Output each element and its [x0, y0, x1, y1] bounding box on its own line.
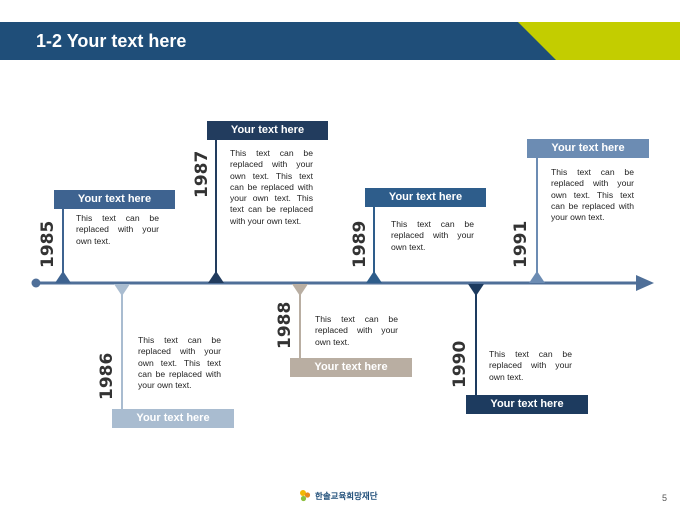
title-bar-accent — [518, 22, 680, 60]
milestone-stem — [536, 156, 538, 275]
milestone-year: 1990 — [450, 340, 470, 388]
milestone-stem — [121, 285, 123, 410]
milestone-text: This text can be replaced with your own … — [489, 349, 572, 382]
milestone-stem — [373, 205, 375, 275]
milestone-text: This text can be replaced with your own … — [76, 213, 159, 246]
milestone-year: 1987 — [192, 150, 212, 198]
axis-arrow-icon — [636, 275, 654, 291]
milestone-year: 1989 — [350, 220, 370, 268]
milestone-label: Your text here — [54, 190, 175, 209]
milestone-year: 1985 — [38, 220, 58, 268]
milestone-label: Your text here — [112, 409, 234, 428]
footer-org-name: 한솔교육희망재단 — [315, 492, 378, 502]
milestone-stem — [475, 285, 477, 397]
milestone-label: Your text here — [527, 139, 649, 158]
milestone-text: This text can be replaced with your own … — [315, 314, 398, 347]
timeline-axis — [31, 275, 654, 291]
milestone-marker-icon — [468, 284, 484, 296]
milestone-stem — [215, 140, 217, 275]
milestone-marker-icon — [529, 271, 545, 283]
milestone-text: This text can be replaced with your own … — [391, 219, 474, 252]
milestone-label: Your text here — [365, 188, 486, 207]
slide-title: 1-2 Your text here — [36, 31, 187, 51]
milestone-label: Your text here — [207, 121, 328, 140]
footer-logo: 한솔교육희망재단 — [298, 486, 378, 506]
milestone-year: 1988 — [275, 301, 295, 349]
milestone-stem — [62, 209, 64, 275]
milestone-label: Your text here — [466, 395, 588, 414]
milestone-marker-icon — [208, 271, 224, 283]
milestone-text: This text can be replaced with your own … — [138, 335, 221, 391]
milestone-label: Your text here — [290, 358, 412, 377]
milestone-marker-icon — [55, 271, 71, 283]
axis-line — [36, 281, 642, 285]
milestone-stem — [299, 285, 301, 360]
milestone-year: 1991 — [511, 220, 531, 268]
foundation-logo-icon — [300, 490, 311, 502]
milestone-text: This text can be replaced with your own … — [551, 167, 634, 223]
milestone-marker-icon — [292, 284, 308, 296]
milestone-year: 1986 — [97, 352, 117, 400]
milestone-text: This text can be replaced with your own … — [230, 148, 313, 226]
milestone-marker-icon — [366, 271, 382, 283]
milestone-marker-icon — [114, 284, 130, 296]
page-number: 5 — [662, 493, 668, 503]
